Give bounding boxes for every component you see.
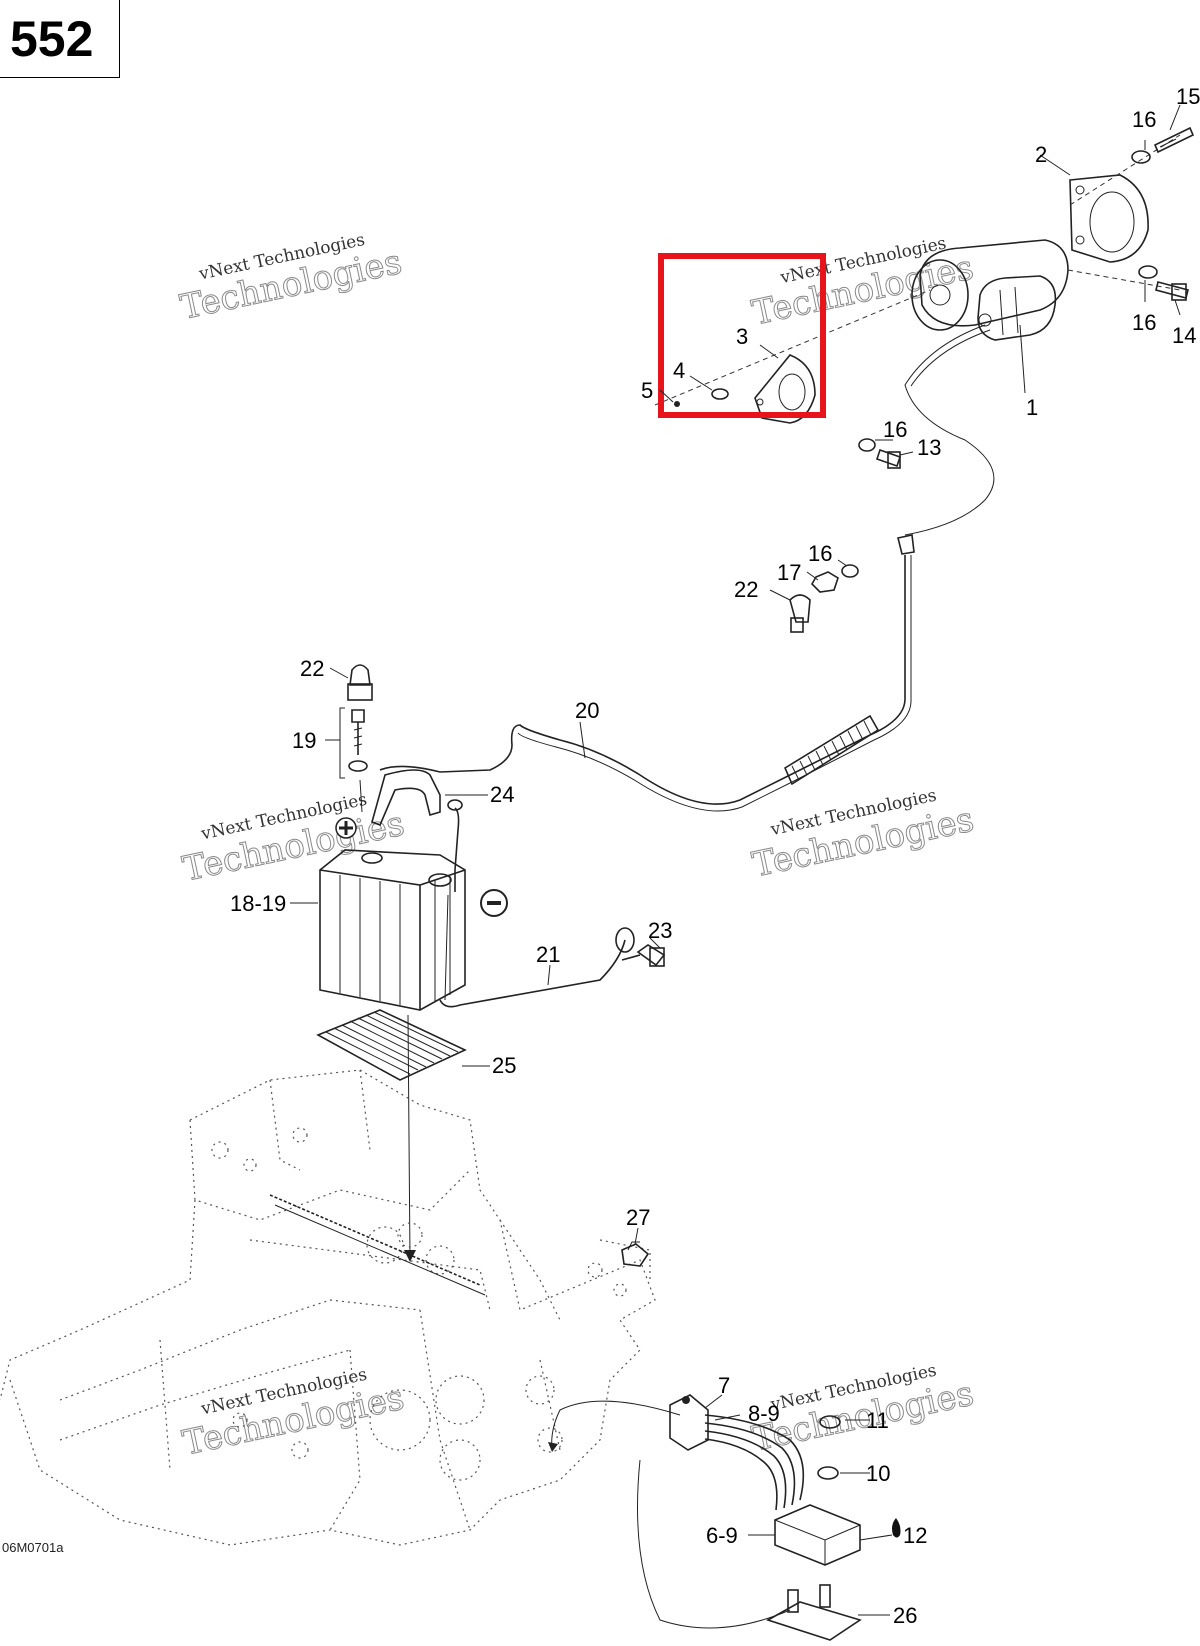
watermark-group-1: vNext Technologies Technologies xyxy=(176,230,405,329)
page-number: 552 xyxy=(10,11,94,67)
cap-22-lower xyxy=(789,594,811,623)
callout-23: 23 xyxy=(648,918,672,943)
callout-13: 13 xyxy=(917,435,941,460)
voltage-regulator xyxy=(669,1394,862,1641)
strap-24 xyxy=(359,769,441,827)
washer-10 xyxy=(817,1466,839,1480)
callout-22-upper: 22 xyxy=(300,656,324,681)
callout-10: 10 xyxy=(866,1461,890,1486)
nut-17 xyxy=(811,571,839,593)
callout-16-mid: 16 xyxy=(883,417,907,442)
bolt-19 xyxy=(351,709,365,755)
washer-11 xyxy=(819,1415,841,1429)
callout-21: 21 xyxy=(536,942,560,967)
cable-terminal-top xyxy=(897,534,915,555)
washer-4 xyxy=(711,388,729,400)
leader-lines xyxy=(290,104,1181,1616)
callout-5: 5 xyxy=(641,378,653,403)
callout-1: 1 xyxy=(1026,395,1038,420)
callout-14: 14 xyxy=(1172,323,1196,348)
callout-4: 4 xyxy=(673,358,685,383)
install-arrow-line xyxy=(407,1014,411,1261)
harness-arrow xyxy=(548,1442,558,1452)
grease-12-icon xyxy=(892,1518,901,1538)
callout-16-right: 16 xyxy=(1132,310,1156,335)
callout-2: 2 xyxy=(1035,142,1047,167)
washer-16-mid xyxy=(858,438,876,452)
cable-20 xyxy=(379,555,912,812)
vehicle-frame xyxy=(0,1069,656,1546)
highlight-box xyxy=(658,253,826,418)
callout-12: 12 xyxy=(903,1523,927,1548)
battery xyxy=(319,817,508,1011)
bracket-3 xyxy=(754,354,816,424)
watermark-group-3: vNext Technologies Technologies xyxy=(179,790,408,890)
callout-16-top: 16 xyxy=(1132,107,1156,132)
callout-3: 3 xyxy=(736,324,748,349)
callout-labels: 1 2 3 4 5 6-9 7 8-9 10 11 12 13 14 15 16… xyxy=(230,84,1200,1628)
cap-22-lower-base xyxy=(790,617,804,633)
washer-19 xyxy=(348,760,368,772)
callout-8-9: 8-9 xyxy=(748,1401,780,1426)
pad-25 xyxy=(316,1009,467,1081)
watermark-group-4: vNext Technologies Technologies xyxy=(748,786,977,886)
callout-15: 15 xyxy=(1176,84,1200,109)
install-arrow-head xyxy=(404,1250,416,1262)
starter-motor xyxy=(654,134,1181,536)
washer-16-lower xyxy=(841,564,859,578)
bracket-19 xyxy=(339,707,345,779)
callout-19: 19 xyxy=(292,728,316,753)
nut-5 xyxy=(674,401,680,407)
callout-7: 7 xyxy=(718,1373,730,1398)
callout-24: 24 xyxy=(490,782,514,807)
callout-25: 25 xyxy=(492,1053,516,1078)
callout-6-9: 6-9 xyxy=(706,1523,738,1548)
clip-27 xyxy=(621,1241,650,1267)
cap-22-upper xyxy=(347,664,373,701)
bolt-13 xyxy=(875,448,902,469)
harness-loop xyxy=(551,1400,681,1451)
callout-22-lower: 22 xyxy=(734,577,758,602)
watermark-group-5: vNext Technologies Technologies xyxy=(179,1365,408,1464)
callout-16-lower: 16 xyxy=(808,541,832,566)
watermark-group-2: vNext Technologies Technologies xyxy=(748,233,977,334)
callout-27: 27 xyxy=(626,1205,650,1230)
bolt-14 xyxy=(1155,281,1189,301)
page-number-box: 552 xyxy=(0,0,120,78)
washer-16-top xyxy=(1131,150,1151,164)
callout-11: 11 xyxy=(866,1408,889,1433)
callout-20: 20 xyxy=(575,698,599,723)
bolt-23 xyxy=(621,944,666,967)
harness-lower xyxy=(637,1459,791,1629)
bolt-15 xyxy=(1153,126,1195,154)
callout-18-19: 18-19 xyxy=(230,891,286,916)
callout-17: 17 xyxy=(777,560,801,585)
washer-16-right xyxy=(1138,265,1158,279)
cable-21 xyxy=(439,799,635,1008)
callout-26: 26 xyxy=(893,1603,917,1628)
figure-code: 06M0701a xyxy=(2,1540,64,1555)
